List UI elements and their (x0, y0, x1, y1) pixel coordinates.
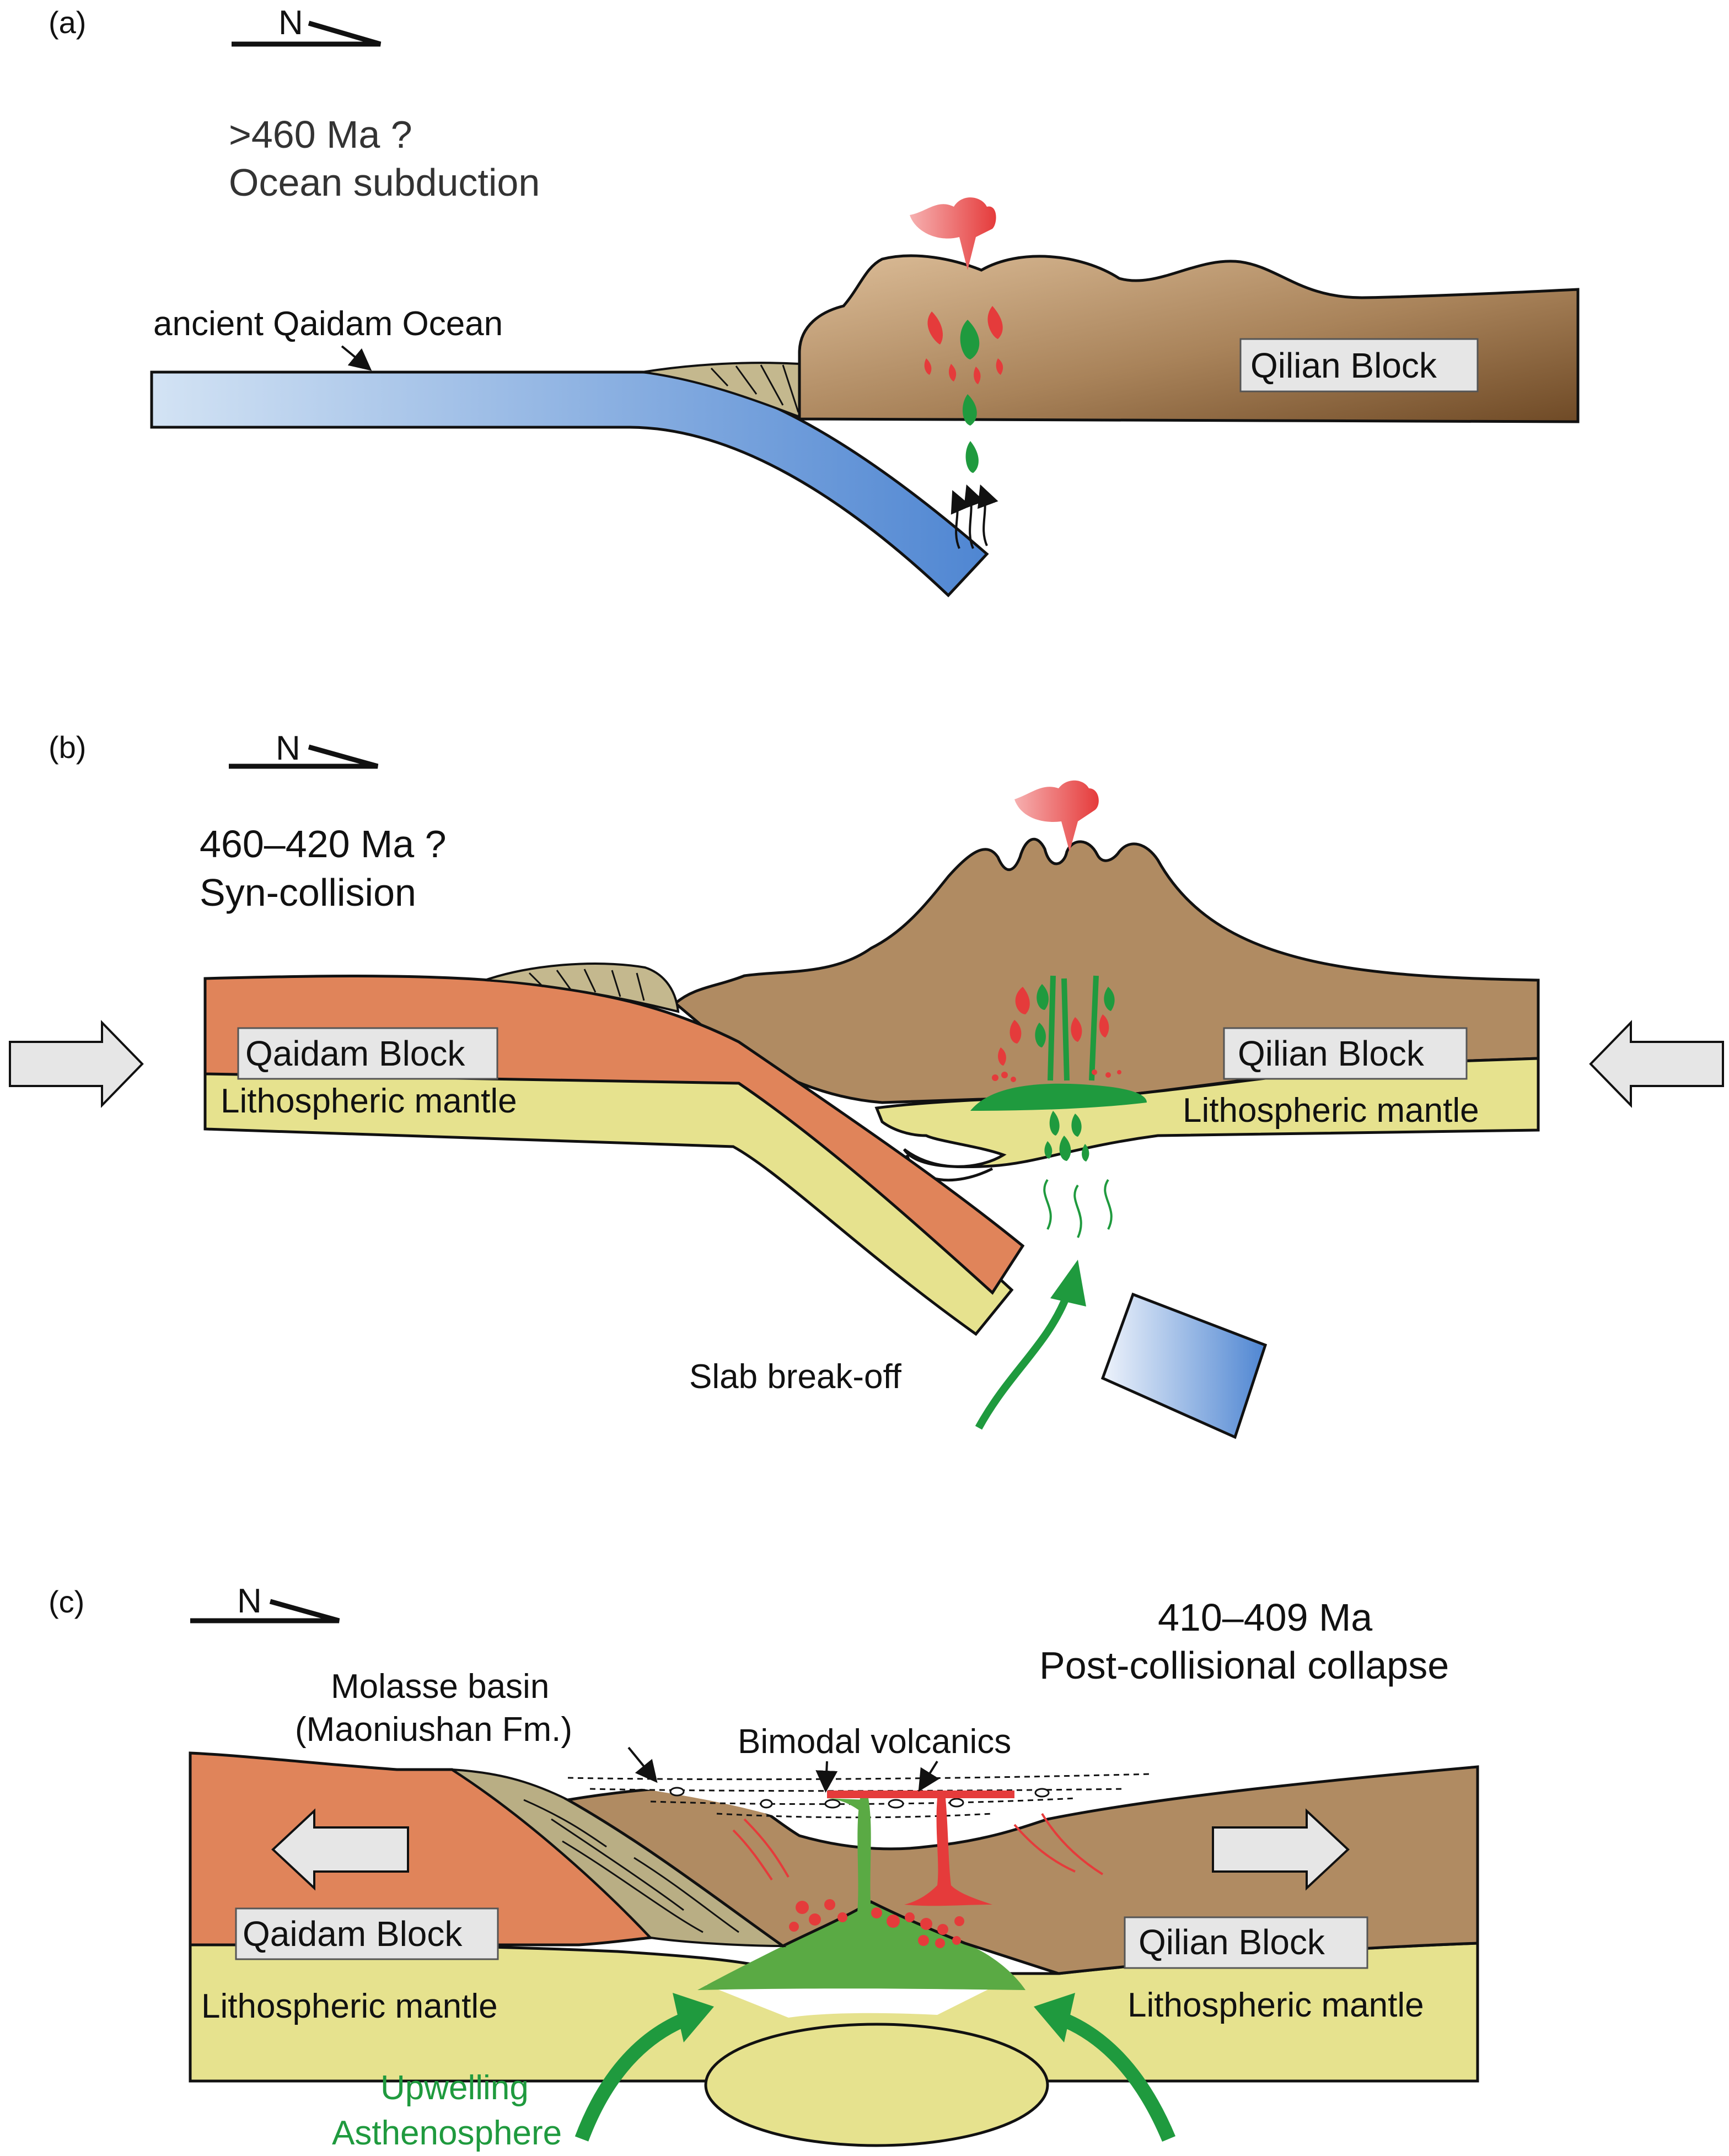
stage-label: Syn-collision (200, 871, 416, 914)
asthenosphere-wedge (697, 1902, 1025, 1990)
extension-arrow-icon (271, 1808, 1350, 1891)
normal-faults (732, 1813, 1104, 1881)
panel-c: (c) N 410–409 Ma Post-collisional collap… (49, 1582, 1479, 2152)
accretionary-wedge-b (485, 963, 680, 1013)
volcano-plume-icon (1014, 780, 1099, 852)
north-label: N (237, 1582, 262, 1620)
qaidam-block-label: Qaidam Block (243, 1914, 463, 1954)
volcanics-pointer-1 (815, 1761, 838, 1793)
north-arrow-icon: N (229, 729, 379, 769)
north-label: N (276, 729, 300, 767)
qaidam-block-label: Qaidam Block (245, 1034, 465, 1073)
magma-drops-a (924, 306, 1003, 473)
upwelling-label-line2: Asthenosphere (332, 2114, 562, 2152)
breakoff-label: Slab break-off (689, 1358, 902, 1396)
panel-a-tag: (a) (49, 5, 86, 40)
volcanics-label: Bimodal volcanics (738, 1723, 1011, 1761)
qilian-label-box (1124, 1916, 1368, 1969)
basin-pointer (627, 1746, 658, 1783)
north-arrow-icon: N (190, 1582, 340, 1623)
qilian-mantle-label: Lithospheric mantle (1127, 1986, 1424, 2024)
fluid-arrow-icon (951, 484, 998, 549)
broken-slab (1100, 1292, 1268, 1439)
qilian-block-label: Qilian Block (1139, 1922, 1325, 1962)
panel-c-tag: (c) (49, 1584, 84, 1619)
volcano-plume-icon (910, 197, 996, 270)
stage-label: Ocean subduction (229, 161, 540, 204)
north-label: N (278, 4, 303, 42)
qaidam-mantle-label: Lithospheric mantle (201, 1987, 498, 2025)
upwelling-arrow-icon (574, 1993, 1175, 2142)
asthenosphere-body (704, 2023, 1049, 2147)
bimodal-conduits (789, 1791, 1014, 1948)
panel-a: (a) N >460 Ma ? Ocean subduction Qilian … (49, 4, 1580, 598)
qilian-label-box (1239, 338, 1479, 393)
basin-label-line2: (Maoniushan Fm.) (295, 1711, 572, 1749)
basin-label-line1: Molasse basin (331, 1668, 549, 1706)
qilian-label-box (1223, 1027, 1468, 1080)
qilian-block-a: Qilian Block (798, 254, 1580, 423)
qilian-block-label: Qilian Block (1238, 1034, 1425, 1073)
upwelling-arrow-icon (975, 1260, 1086, 1430)
qilian-block-label: Qilian Block (1250, 346, 1437, 385)
magma-system-b (970, 975, 1147, 1162)
age-label: 460–420 Ma ? (200, 822, 447, 865)
volcanics-pointer-2 (918, 1760, 939, 1792)
asthenosphere-wisps (1043, 1179, 1113, 1238)
age-label: >460 Ma ? (229, 113, 412, 156)
panel-b-tag: (b) (49, 730, 86, 765)
age-label: 410–409 Ma (1158, 1596, 1372, 1639)
ocean-label: ancient Qaidam Ocean (153, 305, 503, 343)
panel-b: (b) N 460–420 Ma ? Syn-collision (9, 729, 1724, 1439)
north-arrow-icon: N (232, 4, 382, 47)
qaidam-label-box (237, 1027, 498, 1080)
qaidam-mantle-label: Lithospheric mantle (221, 1082, 517, 1120)
qilian-mantle-label: Lithospheric mantle (1183, 1092, 1479, 1130)
upwelling-label-line1: Upwelling (380, 2069, 529, 2107)
stage-label: Post-collisional collapse (1039, 1644, 1449, 1687)
compression-arrow-icon (9, 1020, 1724, 1108)
qaidam-label-box (235, 1907, 499, 1960)
ocean-pointer (341, 345, 372, 371)
